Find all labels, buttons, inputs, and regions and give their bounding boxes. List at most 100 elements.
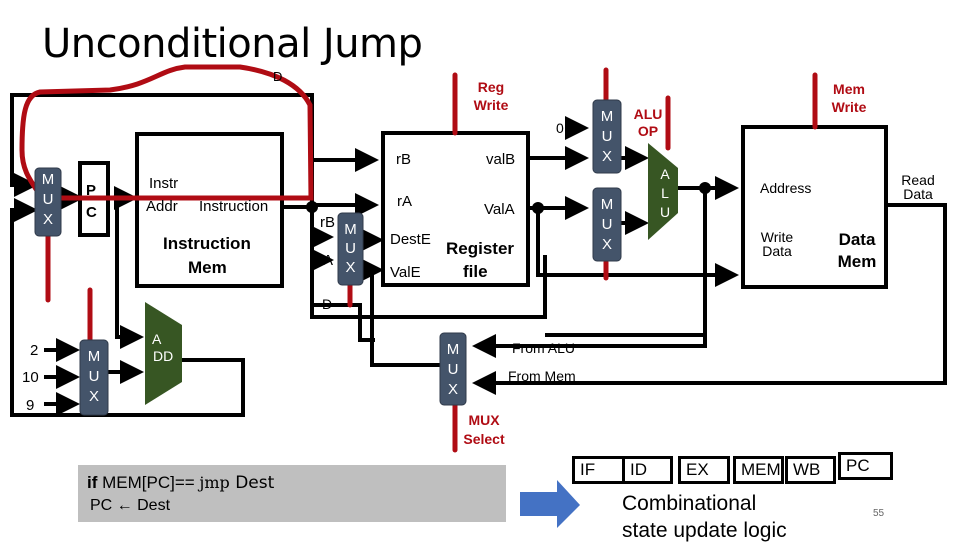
mux-pc (34, 167, 62, 237)
code-dest: Dest (229, 473, 275, 493)
mux-letter: M (41, 171, 55, 188)
alu-op-label: ALU OP (628, 107, 668, 138)
code-jmp: jmp (199, 473, 230, 492)
code-if: if (87, 473, 98, 492)
mux-deste (337, 212, 364, 286)
reg-write-line: Reg (477, 79, 505, 95)
rb-label: rB (396, 151, 411, 168)
from-alu-label: From ALU (512, 340, 576, 356)
read-data-line: Read (901, 172, 935, 188)
slide-title: Unconditional Jump (42, 21, 423, 67)
stage-if: IF (572, 456, 627, 484)
write-data-label: Write Data (757, 230, 797, 258)
data-mem-title: Data Mem (834, 231, 880, 270)
adder (145, 302, 182, 405)
stage-mem: MEM (733, 456, 784, 484)
instruction-mem-title-2: Mem (188, 258, 227, 277)
mux-letter: U (42, 191, 54, 208)
wire-vale (360, 258, 384, 335)
mux-letter: M (446, 341, 460, 358)
instr-label: Instr (149, 175, 179, 192)
const-10: 10 (22, 369, 39, 386)
instruction-mem-title-1: Instruction (163, 234, 251, 253)
mux-select-line: MUX (468, 412, 500, 428)
mux-letter: U (601, 216, 613, 233)
code-line-2: PC ← Dest (90, 497, 171, 514)
register-file-title-2: file (463, 262, 488, 281)
mem-write-line: Write (831, 99, 867, 115)
vala-label: ValA (484, 201, 515, 218)
mux-alu-b (592, 187, 622, 262)
mux-select-line: Select (463, 431, 505, 447)
mux-writeback-label: M U X (440, 340, 466, 400)
pc-label-p: P (86, 182, 97, 199)
reg-write-line: Write (473, 97, 509, 113)
wire-read-data (472, 203, 947, 395)
stage-ex: EX (678, 456, 730, 484)
mux-letter: X (601, 236, 612, 253)
mux-select-label: MUX Select (460, 413, 508, 446)
mux-const (79, 339, 109, 416)
mux-alu-b-label: M U X (593, 195, 621, 255)
mux-letter: X (447, 381, 458, 398)
alu-op-line: OP (637, 123, 659, 139)
from-mem-label: From Mem (508, 368, 576, 384)
instruction-mem-box (135, 132, 284, 288)
const-9: 9 (26, 397, 35, 414)
reg-write-label: Reg Write (468, 80, 514, 112)
stage-wb: WB (785, 456, 836, 484)
mux-letter: U (88, 368, 100, 385)
ra-mux-label: rA (318, 252, 333, 269)
code-mem: MEM[PC]== (97, 473, 200, 492)
alu (648, 143, 678, 240)
mux-writeback (439, 332, 467, 406)
wire-pc-add (115, 198, 144, 349)
junction-dot (699, 182, 711, 194)
read-data-label: Read Data (898, 173, 938, 201)
mux-letter: M (344, 221, 357, 238)
wire-d-line (310, 255, 547, 319)
addr-label: Addr (146, 198, 178, 215)
data-mem-line: Data (838, 230, 876, 249)
adder-label-2: DD (153, 348, 174, 364)
alu-letter: U (659, 204, 671, 220)
wire-wb-out (370, 335, 440, 367)
mux-letter: U (447, 361, 459, 378)
code-line-1: if MEM[PC]== jmp Dest (87, 473, 274, 493)
write-data-line: Data (762, 243, 792, 259)
mux-letter: X (345, 259, 356, 276)
code-box: if MEM[PC]== jmp Dest PC ← Dest (78, 465, 506, 522)
mux-letter: X (601, 148, 612, 165)
mux-letter: U (601, 128, 613, 145)
register-file-title-1: Register (446, 239, 515, 258)
mux-letter: M (600, 108, 614, 125)
junction-dot (532, 202, 544, 214)
data-mem-line: Mem (837, 252, 877, 271)
zero-input: 0 (556, 120, 564, 136)
mem-write-line: Mem (833, 81, 865, 97)
alu-letter: L (661, 185, 669, 201)
deste-label: DestE (390, 231, 431, 248)
write-data-line: Write (760, 229, 794, 245)
jump-path-highlight (19, 64, 314, 201)
address-label: Address (760, 180, 812, 196)
page-number: 55 (873, 508, 885, 519)
mux-const-label: M U X (80, 347, 108, 407)
blue-arrow-icon (520, 480, 580, 528)
alu-letter: A (660, 166, 670, 182)
pc-label-c: C (86, 204, 97, 221)
read-data-line: Data (903, 186, 933, 202)
label-d-top: D (273, 69, 283, 84)
combinational-caption: Combinational state update logic (622, 490, 787, 544)
const-2: 2 (30, 342, 39, 359)
mux-letter: X (88, 388, 99, 405)
mux-deste-label: M U X (338, 220, 363, 277)
mux-alu-a (592, 99, 622, 174)
mem-write-label: Mem Write (826, 82, 872, 114)
mux-pc-label: M U X (35, 170, 61, 230)
valb-label: valB (486, 151, 516, 168)
caption-line-2: state update logic (622, 519, 787, 542)
data-mem-box (741, 125, 888, 289)
